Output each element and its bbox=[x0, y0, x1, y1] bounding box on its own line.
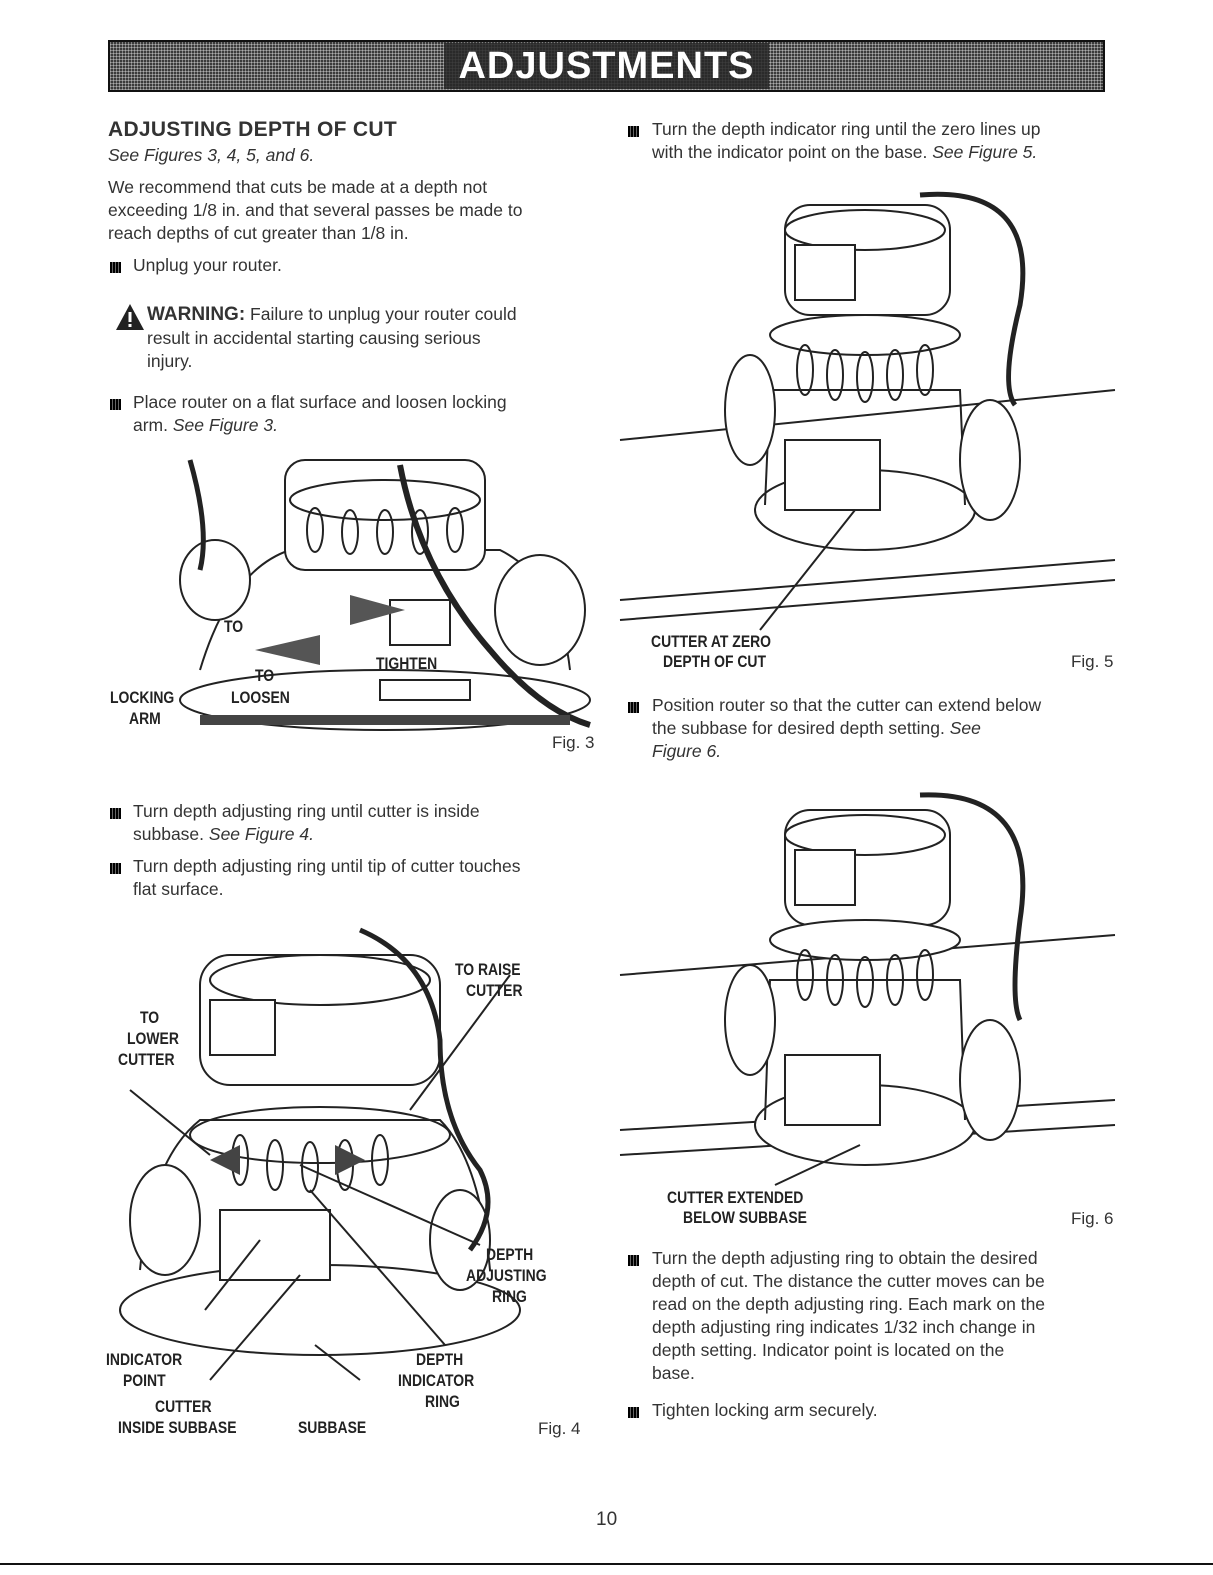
label-depth-indicator-3: RING bbox=[425, 1392, 460, 1411]
step-unplug: Unplug your router. bbox=[133, 255, 282, 275]
step-position-line2: the subbase for desired depth setting. S… bbox=[652, 717, 981, 740]
label-to-tighten-2: TIGHTEN bbox=[376, 654, 438, 673]
label-cutter-at-zero-2: DEPTH OF CUT bbox=[663, 652, 766, 671]
step-tighten: Tighten locking arm securely. bbox=[652, 1400, 878, 1420]
heading-depth-of-cut: ADJUSTING DEPTH OF CUT bbox=[108, 118, 397, 141]
figure-4-router-illustration bbox=[119, 927, 521, 1381]
label-depth-indicator-1: DEPTH bbox=[416, 1350, 464, 1369]
step-zero-line1: Turn the depth indicator ring until the … bbox=[652, 119, 1041, 139]
label-indicator-point-2: POINT bbox=[123, 1371, 166, 1390]
label-to-loosen-2: LOOSEN bbox=[231, 688, 290, 707]
intro-line: We recommend that cuts be made at a dept… bbox=[108, 177, 488, 197]
label-cutter-extended-1: CUTTER EXTENDED bbox=[667, 1188, 804, 1207]
label-to-lower-1: TO bbox=[140, 1008, 160, 1027]
figure-ref: See Figure 4. bbox=[208, 824, 314, 844]
label-indicator-point-1: INDICATOR bbox=[106, 1350, 183, 1369]
bullet-square-icon bbox=[628, 1255, 639, 1266]
step-obtain-line: depth adjusting ring indicates 1/32 inch… bbox=[652, 1317, 1036, 1337]
warning-label: WARNING: bbox=[147, 304, 246, 325]
warning-line3: injury. bbox=[147, 351, 193, 371]
step-obtain-line: depth of cut. The distance the cutter mo… bbox=[652, 1271, 1045, 1291]
bullet-square-icon bbox=[110, 808, 121, 819]
step-position-text: the subbase for desired depth setting. bbox=[652, 718, 945, 738]
see-figures-ref: See Figures 3, 4, 5, and 6. bbox=[108, 145, 315, 165]
intro-paragraph: We recommend that cuts be made at a dept… bbox=[108, 176, 608, 245]
label-cutter-extended-2: BELOW SUBBASE bbox=[683, 1208, 807, 1227]
step-place-line2: arm. See Figure 3. bbox=[133, 414, 278, 437]
figure-6-number: Fig. 6 bbox=[1071, 1209, 1114, 1228]
step-obtain-line: read on the depth adjusting ring. Each m… bbox=[652, 1294, 1046, 1314]
step-place: Place router on a flat surface and loose… bbox=[133, 392, 507, 412]
bullet-square-icon bbox=[110, 262, 121, 273]
intro-line: reach depths of cut greater than 1/8 in. bbox=[108, 223, 409, 243]
label-cutter-inside-1: CUTTER bbox=[155, 1397, 212, 1416]
figure-ref: See bbox=[949, 718, 981, 738]
step-position: Position router so that the cutter can e… bbox=[652, 695, 1042, 715]
warning-text: Failure to unplug your router could bbox=[250, 304, 517, 324]
step-obtain-line: Turn the depth adjusting ring to obtain … bbox=[652, 1248, 1038, 1268]
figure-ref: See Figure 3. bbox=[172, 415, 278, 435]
figure-3-number: Fig. 3 bbox=[552, 733, 595, 752]
bullet-square-icon bbox=[628, 702, 639, 713]
label-to-tighten-1: TO bbox=[224, 617, 244, 636]
label-to-raise-2: CUTTER bbox=[466, 981, 523, 1000]
step-touch: Turn depth adjusting ring until tip of c… bbox=[133, 856, 521, 876]
figure-3-router-illustration bbox=[179, 459, 591, 731]
page-number: 10 bbox=[596, 1509, 618, 1530]
step-position-line3: Figure 6. bbox=[652, 741, 722, 761]
label-depth-adjusting-1: DEPTH bbox=[486, 1245, 534, 1264]
label-depth-indicator-2: INDICATOR bbox=[398, 1371, 475, 1390]
figure-6-router-illustration bbox=[619, 792, 1116, 1186]
step-zero-text: with the indicator point on the base. bbox=[652, 142, 928, 162]
step-obtain-line: depth setting. Indicator point is locate… bbox=[652, 1340, 1005, 1360]
figure-4-number: Fig. 4 bbox=[538, 1419, 581, 1438]
step-obtain-paragraph: Turn the depth adjusting ring to obtain … bbox=[652, 1247, 1112, 1385]
label-locking: LOCKING bbox=[110, 688, 175, 707]
step-inside-text: subbase. bbox=[133, 824, 205, 844]
bullet-square-icon bbox=[110, 863, 121, 874]
label-cutter-at-zero-1: CUTTER AT ZERO bbox=[651, 632, 772, 651]
label-to-raise-1: TO RAISE bbox=[455, 960, 521, 979]
label-to-lower-3: CUTTER bbox=[118, 1050, 175, 1069]
label-to-lower-2: LOWER bbox=[127, 1029, 179, 1048]
step-zero-line2: with the indicator point on the base. Se… bbox=[652, 141, 1037, 164]
figure-ref: See Figure 5. bbox=[932, 142, 1038, 162]
bullet-square-icon bbox=[110, 399, 121, 410]
step-inside-line2: subbase. See Figure 4. bbox=[133, 823, 314, 846]
step-touch-line2: flat surface. bbox=[133, 879, 224, 899]
section-title: ADJUSTMENTS bbox=[444, 43, 769, 89]
section-banner: ADJUSTMENTS bbox=[108, 40, 1105, 92]
figure-5-router-illustration bbox=[619, 191, 1116, 631]
figure-5-number: Fig. 5 bbox=[1071, 652, 1114, 671]
step-inside: Turn depth adjusting ring until cutter i… bbox=[133, 801, 480, 821]
intro-line: exceeding 1/8 in. and that several passe… bbox=[108, 200, 523, 220]
label-depth-adjusting-3: RING bbox=[492, 1287, 527, 1306]
label-to-loosen-1: TO bbox=[255, 666, 275, 685]
label-cutter-inside-2: INSIDE SUBBASE bbox=[118, 1418, 237, 1437]
label-subbase: SUBBASE bbox=[298, 1418, 367, 1437]
label-arm: ARM bbox=[129, 709, 161, 728]
footer-rule bbox=[0, 1563, 1213, 1565]
label-depth-adjusting-2: ADJUSTING bbox=[466, 1266, 547, 1285]
warning-line2: result in accidental starting causing se… bbox=[147, 328, 481, 348]
bullet-square-icon bbox=[628, 1407, 639, 1418]
bullet-square-icon bbox=[628, 126, 639, 137]
step-place-text: arm. bbox=[133, 415, 168, 435]
step-obtain-line: base. bbox=[652, 1363, 695, 1383]
warning-line1: WARNING: Failure to unplug your router c… bbox=[147, 303, 517, 326]
warning-triangle-icon bbox=[116, 304, 144, 330]
